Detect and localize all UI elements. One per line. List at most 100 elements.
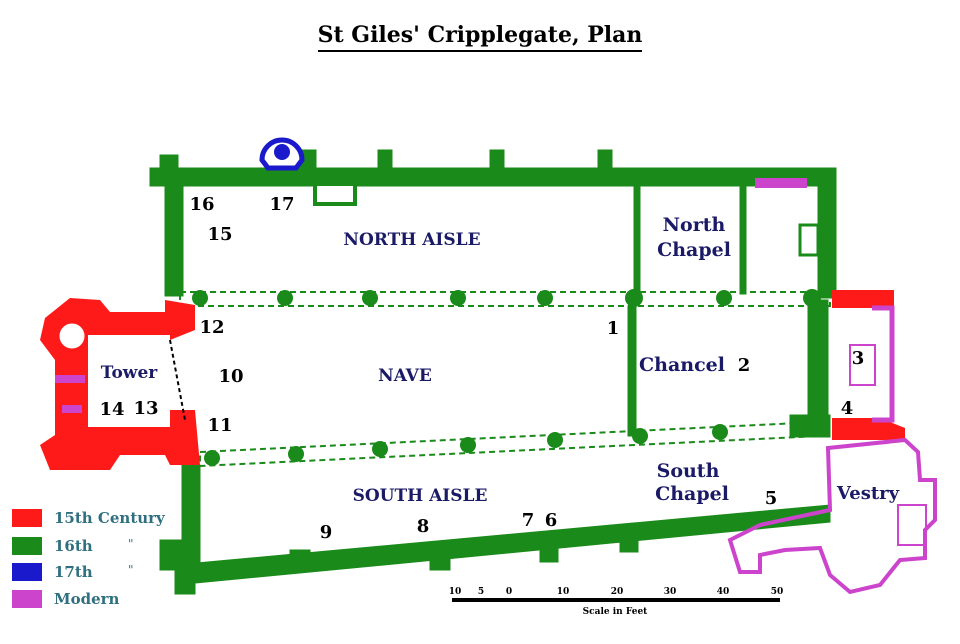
tower-modern-patch xyxy=(62,405,82,413)
scale-tick-label: 0 xyxy=(506,587,512,597)
north-wall xyxy=(149,167,836,187)
scale-tick-label: 20 xyxy=(611,587,624,597)
modern-north-patch xyxy=(755,178,807,188)
tower-modern-patch xyxy=(55,375,85,383)
feature-number-14: 14 xyxy=(99,399,124,420)
legend-ditto-17th: " xyxy=(128,563,134,577)
feature-number-13: 13 xyxy=(133,398,158,419)
scale-bar-line xyxy=(452,598,780,602)
pillar xyxy=(803,289,821,307)
legend-label-15th: 15th Century xyxy=(54,509,166,527)
room-label-south-chapel-line2: Chapel xyxy=(655,483,729,505)
plan-title-text: St Giles' Cripplegate, Plan xyxy=(317,22,643,52)
legend-swatch-15th xyxy=(12,509,42,527)
scale-bar: 10 5 0 10 20 30 40 50 Scale in Feet xyxy=(449,587,784,617)
room-label-north-chapel-line1: North xyxy=(663,214,726,236)
feature-numbers: 1 2 3 4 5 6 7 8 9 10 11 12 13 14 15 16 1… xyxy=(99,194,864,543)
stair-turret xyxy=(56,320,88,352)
tower-15th-century xyxy=(40,298,200,470)
feature-number-6: 6 xyxy=(545,510,558,531)
feature-number-4: 4 xyxy=(841,398,854,419)
porch-detail xyxy=(274,144,290,160)
north-arcade xyxy=(179,291,831,307)
scale-tick-label: 40 xyxy=(717,587,730,597)
room-labels: NORTH AISLE North Chapel NAVE Chancel To… xyxy=(101,214,900,506)
walls-16th-century xyxy=(149,149,837,595)
modern-east-room xyxy=(849,344,876,386)
tower-interior xyxy=(88,335,170,427)
feature-number-8: 8 xyxy=(417,516,430,537)
legend-label-16th: 16th xyxy=(54,537,93,555)
east-red-north xyxy=(832,290,894,308)
legend-ditto-16th: " xyxy=(128,537,134,551)
pillar xyxy=(547,432,563,448)
scale-tick-label: 10 xyxy=(557,587,570,597)
west-wall-south xyxy=(181,464,201,576)
scale-tick-label: 30 xyxy=(664,587,677,597)
feature-number-7: 7 xyxy=(522,510,535,531)
room-label-tower: Tower xyxy=(101,363,158,383)
feature-number-12: 12 xyxy=(199,317,224,338)
north-chapel-west-partition xyxy=(633,185,641,295)
feature-number-5: 5 xyxy=(765,488,778,509)
feature-number-1: 1 xyxy=(607,318,620,339)
room-label-north-aisle: NORTH AISLE xyxy=(343,230,480,250)
north-chapel-east-partition xyxy=(739,185,747,295)
north-porch-17th xyxy=(259,137,305,171)
structure-modern xyxy=(727,178,937,595)
feature-number-3: 3 xyxy=(852,348,865,369)
scale-tick-label: 5 xyxy=(478,587,484,597)
pillar xyxy=(288,446,304,462)
legend-swatch-17th xyxy=(12,563,42,581)
pillar xyxy=(204,450,220,466)
south-arcade-pillars xyxy=(204,424,728,466)
feature-number-17: 17 xyxy=(269,194,294,215)
pillar xyxy=(632,428,648,444)
scale-tick-label: 10 xyxy=(449,587,462,597)
east-wall-north xyxy=(817,167,837,299)
pillar xyxy=(192,290,208,306)
chancel-west-wall xyxy=(627,305,637,437)
east-15th-century xyxy=(832,290,905,440)
pillar xyxy=(372,441,388,457)
east-red-south xyxy=(832,418,905,440)
room-label-south-aisle: SOUTH AISLE xyxy=(353,486,488,506)
room-label-south-chapel-line1: South xyxy=(657,460,720,482)
room-label-nave: NAVE xyxy=(378,366,432,386)
structure-17th-century xyxy=(259,137,305,171)
pillar xyxy=(450,290,466,306)
scale-label: Scale in Feet xyxy=(583,607,649,617)
feature-number-10: 10 xyxy=(218,366,243,387)
feature-number-11: 11 xyxy=(207,415,232,436)
vestry-walls xyxy=(727,437,937,595)
pillar xyxy=(460,437,476,453)
modern-east-annex xyxy=(872,305,895,423)
north-arcade-pillars xyxy=(192,289,821,307)
plan-title: St Giles' Cripplegate, Plan xyxy=(0,22,960,52)
legend-swatch-16th xyxy=(12,537,42,555)
room-label-north-chapel-line2: Chapel xyxy=(657,239,731,261)
pillar xyxy=(537,290,553,306)
pillar xyxy=(712,424,728,440)
vestry-inner-room xyxy=(897,504,927,546)
legend-label-17th: 17th xyxy=(54,563,93,581)
west-wall-north xyxy=(164,185,184,297)
pillar xyxy=(277,290,293,306)
feature-number-15: 15 xyxy=(207,224,232,245)
legend: 15th Century 16th " 17th " Modern xyxy=(12,509,166,608)
south-wall xyxy=(174,504,831,586)
feature-number-9: 9 xyxy=(320,522,333,543)
pillar xyxy=(625,289,643,307)
pillar xyxy=(362,290,378,306)
pillar xyxy=(716,290,732,306)
east-wall-chancel xyxy=(807,299,829,431)
legend-label-modern: Modern xyxy=(54,590,120,608)
south-arcade xyxy=(199,420,821,468)
scale-tick-label: 50 xyxy=(771,587,784,597)
tower-arch xyxy=(169,339,186,421)
feature-number-2: 2 xyxy=(738,355,751,376)
legend-swatch-modern xyxy=(12,590,42,608)
feature-number-16: 16 xyxy=(189,194,214,215)
room-label-chancel: Chancel xyxy=(639,354,725,376)
